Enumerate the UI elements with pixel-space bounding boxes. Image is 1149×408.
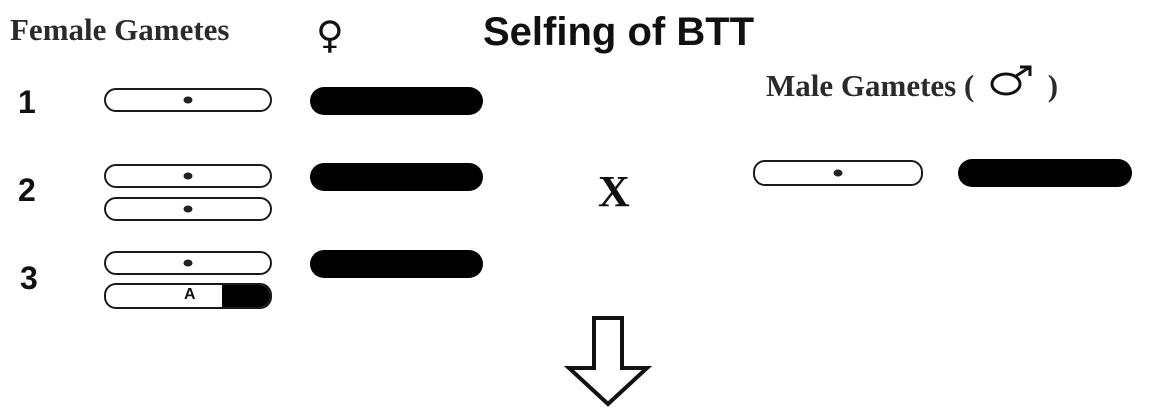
- open-chromosome: [104, 164, 272, 188]
- open-chromosome: [104, 88, 272, 112]
- centromere-icon: [183, 259, 193, 267]
- chromosome-segment: [222, 285, 270, 307]
- gamete-number-3: 3: [20, 260, 38, 296]
- female-gametes-label: Female Gametes: [10, 12, 230, 47]
- gamete-number-1: 1: [18, 84, 36, 120]
- male-gametes-close: ): [1047, 68, 1059, 103]
- solid-chromosome: [958, 159, 1132, 187]
- centromere-icon: [833, 169, 843, 177]
- translocated-chromosome: A: [104, 283, 272, 309]
- cross-symbol: X: [598, 167, 630, 216]
- open-chromosome: [104, 251, 272, 275]
- centromere-icon: [183, 96, 193, 104]
- solid-chromosome: [310, 87, 483, 115]
- page-title: Selfing of BTT: [483, 10, 755, 54]
- marker-a-label: A: [184, 286, 196, 303]
- solid-chromosome: [310, 163, 483, 191]
- open-chromosome: [104, 197, 272, 221]
- solid-chromosome: [310, 250, 483, 278]
- open-chromosome: [753, 160, 923, 186]
- male-gametes-label: Male Gametes ( ): [766, 64, 1058, 104]
- centromere-icon: [183, 172, 193, 180]
- female-symbol-icon: ♀: [316, 13, 344, 57]
- centromere-icon: [183, 205, 193, 213]
- male-symbol-icon: [990, 65, 1032, 96]
- male-gametes-text: Male Gametes (: [766, 68, 975, 103]
- gamete-number-2: 2: [18, 172, 36, 208]
